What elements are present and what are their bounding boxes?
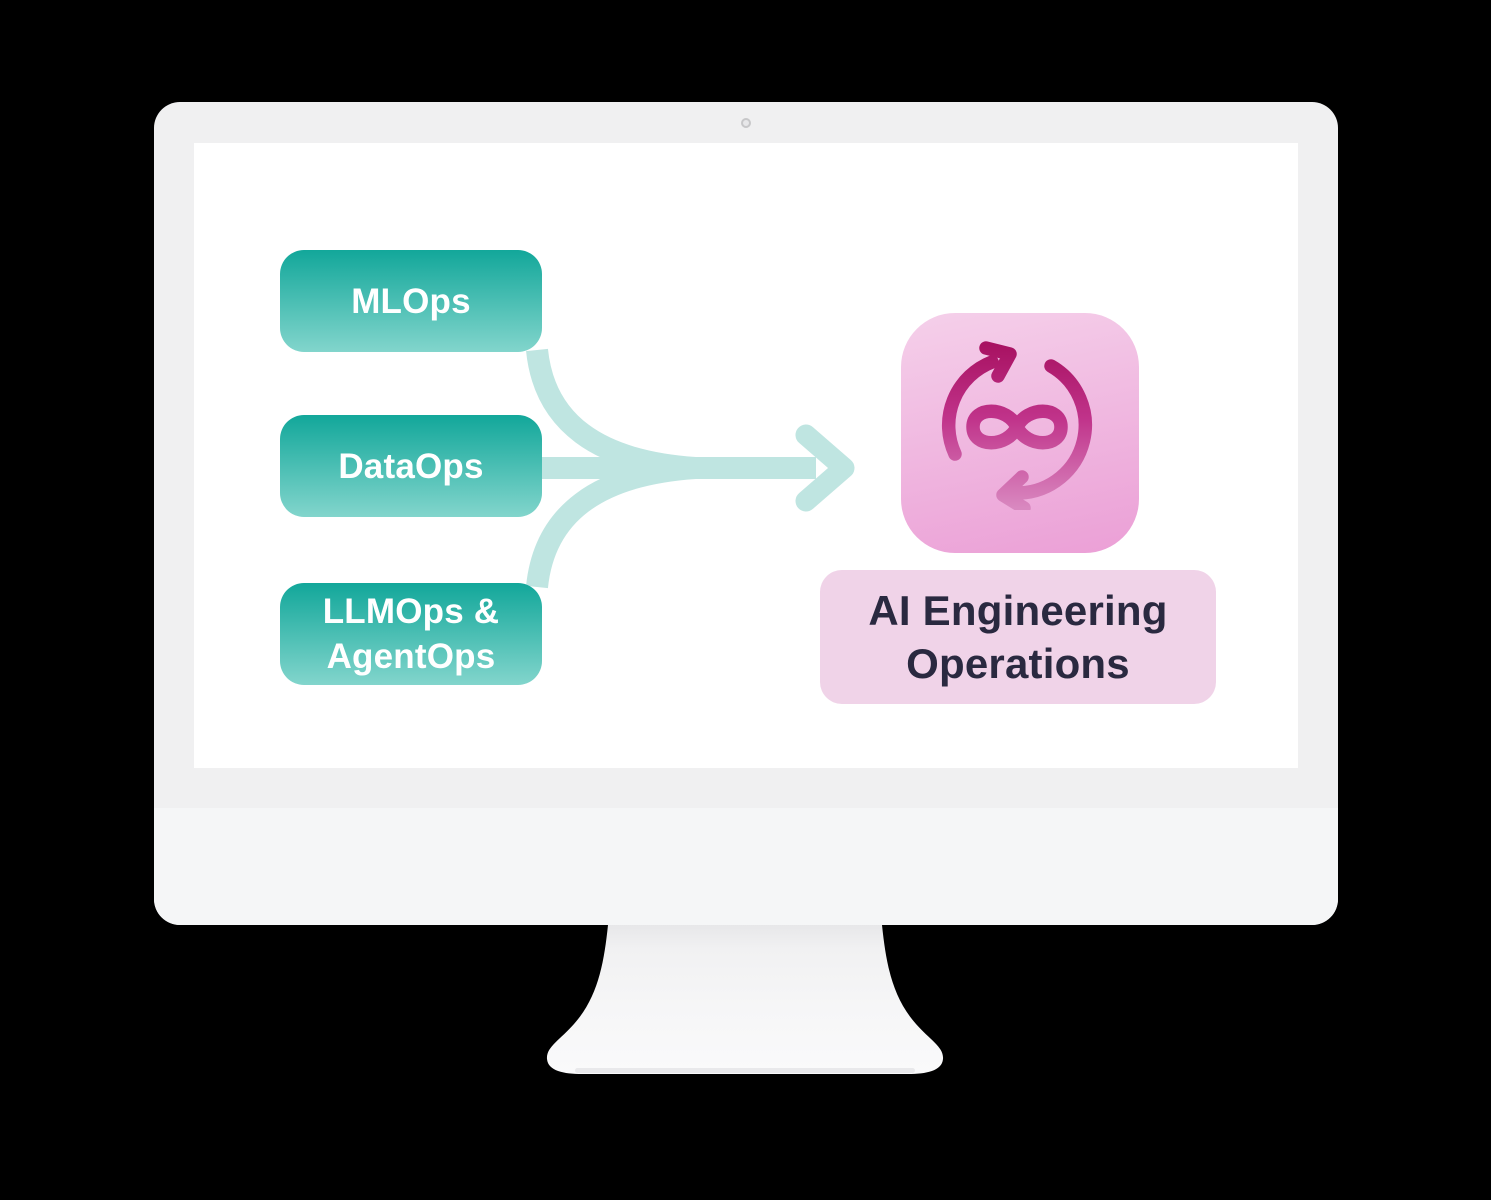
node-label: DataOps [338, 446, 484, 486]
camera-dot-icon [741, 118, 751, 128]
target-label-box: AI Engineering Operations [820, 570, 1216, 704]
source-node-dataops: DataOps [280, 415, 542, 517]
monitor-stand [546, 925, 944, 1074]
node-label: LLMOps & AgentOps [322, 592, 500, 676]
node-label: MLOps [351, 281, 471, 321]
monitor-chin [154, 808, 1338, 925]
target-icon-box [901, 313, 1139, 553]
target-label: AI Engineering Operations [868, 587, 1168, 687]
source-node-mlops: MLOps [280, 250, 542, 352]
source-node-llmops-agentops: LLMOps & AgentOps [280, 583, 542, 685]
merge-arrow-icon [526, 348, 855, 589]
infinity-cycle-icon [941, 341, 1092, 510]
